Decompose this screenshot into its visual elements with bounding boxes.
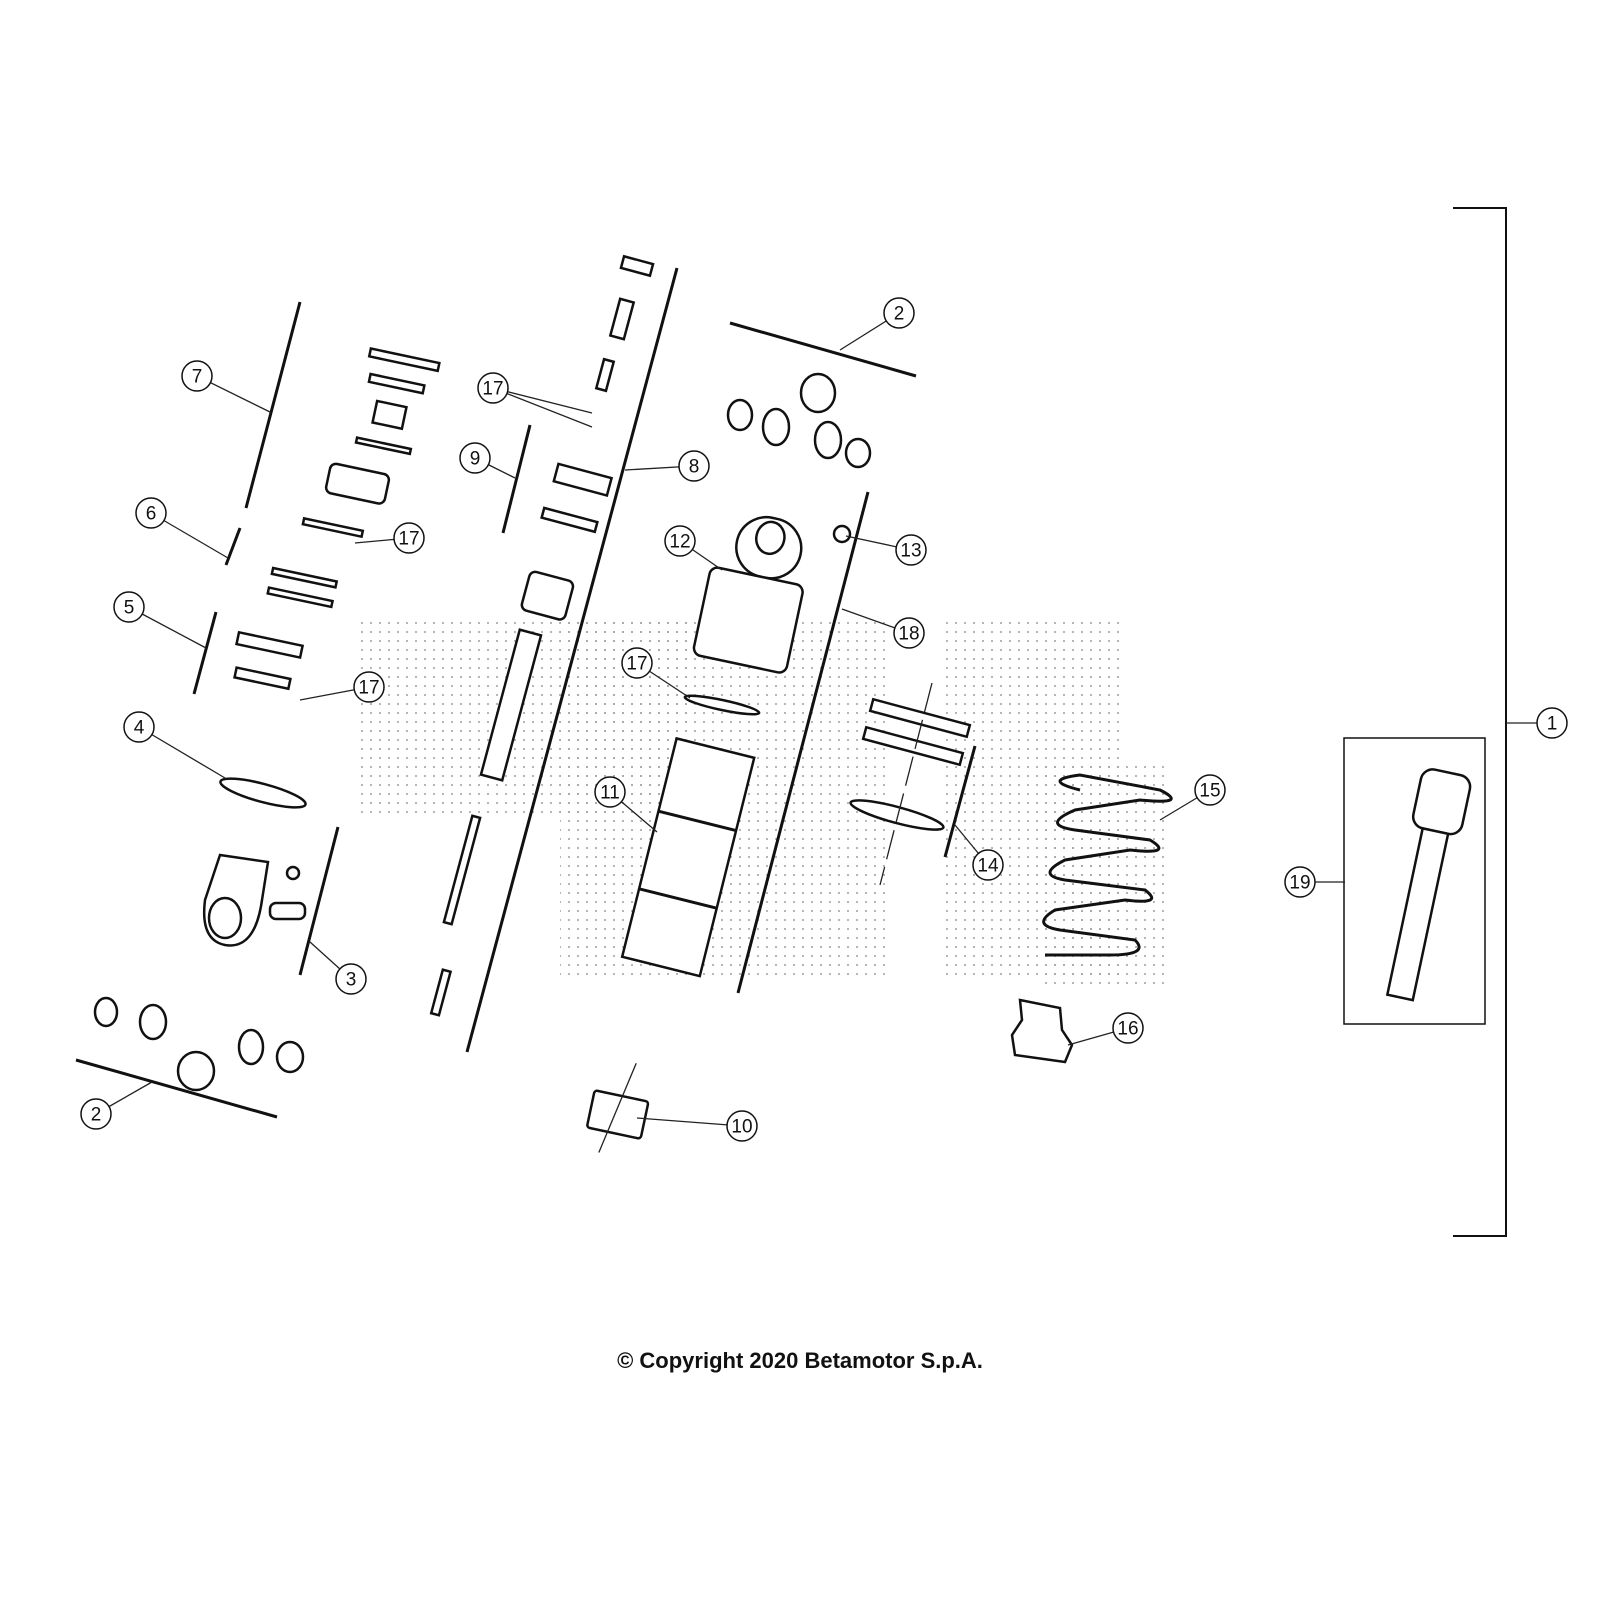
callout-number: 8 (689, 457, 700, 478)
callout-circle (895, 534, 927, 566)
callout-number: 14 (977, 856, 999, 877)
callout-circle (353, 671, 385, 703)
part-4-washer (219, 777, 307, 809)
callout-circle (1194, 774, 1226, 806)
callout-number: 6 (146, 504, 157, 525)
part-12-reservoir-head (692, 515, 804, 674)
callout-circle (678, 450, 710, 482)
callout-number: 2 (894, 304, 905, 325)
callout-9: 9 (459, 442, 516, 479)
callout-18: 18 (841, 608, 925, 649)
callout-circle (181, 360, 213, 392)
leader-line (636, 1117, 743, 1127)
callout-17: 17 (299, 671, 385, 703)
parts (93, 254, 1472, 1153)
callout-16: 16 (1067, 1012, 1144, 1046)
callout-circle (594, 776, 626, 808)
callout-circle (1284, 866, 1316, 898)
part-lower-eye (202, 853, 307, 947)
callout-19: 19 (1284, 866, 1345, 898)
callout-number: 17 (626, 654, 647, 675)
part-11-body (620, 736, 756, 978)
part-15-spring (1042, 773, 1173, 957)
callout-2: 2 (80, 1081, 153, 1130)
copyright-text: © Copyright 2020 Betamotor S.p.A. (617, 1348, 983, 1373)
callout-number: 5 (124, 598, 135, 619)
callout-5: 5 (113, 591, 207, 649)
callout-circle (664, 525, 696, 557)
callout-number: 11 (600, 783, 620, 804)
callout-number: 17 (358, 678, 379, 699)
callout-circle (621, 647, 653, 679)
callout-number: 9 (470, 449, 481, 470)
part-bushings-top (726, 372, 872, 544)
callout-number: 13 (900, 541, 921, 562)
callout-4: 4 (123, 711, 226, 779)
callout-1: 1 (1506, 707, 1568, 739)
callout-17: 17 (621, 647, 691, 699)
leader-line (138, 726, 226, 779)
part-rod-stack (429, 254, 655, 1017)
part-14-spring-seats (849, 682, 972, 886)
callout-circle (135, 497, 167, 529)
callout-17: 17 (477, 372, 593, 428)
callout-circle (972, 849, 1004, 881)
callout-circle (477, 372, 509, 404)
part-19-cartridge (1385, 768, 1472, 1002)
callout-circle (393, 522, 425, 554)
callout-number: 7 (192, 367, 203, 388)
callout-number: 19 (1289, 873, 1310, 894)
callout-number: 15 (1199, 781, 1220, 802)
callout-circle (335, 963, 367, 995)
callout-circle (459, 442, 491, 474)
callout-3: 3 (309, 941, 367, 995)
watermark (360, 620, 1170, 990)
callout-circle (80, 1098, 112, 1130)
part-19-box (1343, 737, 1486, 1025)
part-16-bump-stop (1010, 998, 1074, 1064)
callout-6: 6 (135, 497, 229, 559)
callout-2: 2 (839, 297, 915, 351)
callout-circle (113, 591, 145, 623)
callout-10: 10 (636, 1110, 758, 1142)
callout-number: 1 (1547, 714, 1558, 735)
callout-number: 4 (134, 718, 145, 739)
callout-14: 14 (954, 824, 1004, 881)
callout-circle (726, 1110, 758, 1142)
callout-circle (893, 617, 925, 649)
callout-8: 8 (624, 450, 710, 482)
callout-11: 11 (594, 776, 658, 833)
callout-number: 18 (898, 624, 919, 645)
part-17-oring (683, 694, 761, 716)
callout-number: 10 (731, 1117, 752, 1138)
callout-circle (1112, 1012, 1144, 1044)
callout-circle (883, 297, 915, 329)
leader-line (492, 387, 593, 414)
callout-circle (1536, 707, 1568, 739)
callout-15: 15 (1159, 774, 1226, 821)
group-bracket (1343, 207, 1507, 1237)
callout-number: 17 (398, 529, 419, 550)
callout-number: 17 (482, 379, 503, 400)
callout-17: 17 (354, 522, 425, 554)
callout-circle (123, 711, 155, 743)
callout-7: 7 (181, 360, 271, 413)
part-bushings-bottom (93, 996, 305, 1092)
callout-number: 16 (1117, 1019, 1138, 1040)
callout-13: 13 (845, 534, 927, 566)
callout-number: 2 (91, 1105, 102, 1126)
part-seal-stack (233, 347, 441, 691)
leader-line (492, 387, 593, 428)
callout-number: 12 (669, 532, 690, 553)
callout-12: 12 (664, 525, 723, 571)
part-10-cap (586, 1063, 650, 1153)
assembly-axis-lines (75, 267, 977, 1119)
callout-number: 3 (346, 970, 357, 991)
